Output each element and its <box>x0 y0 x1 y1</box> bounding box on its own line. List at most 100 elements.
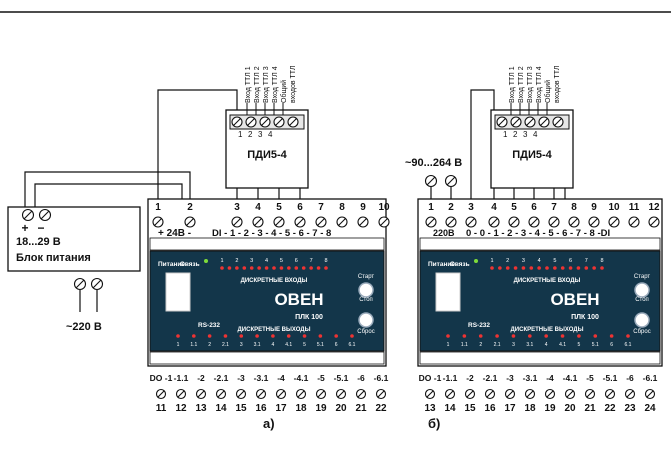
link-led <box>474 259 478 263</box>
do-led <box>462 334 467 338</box>
psu-name: Блок питания <box>16 252 91 264</box>
screw-terminal <box>564 388 576 400</box>
di-led-number: 7 <box>310 258 313 264</box>
screw-terminal <box>315 388 327 400</box>
bottom-terminal-number: 15 <box>464 403 476 414</box>
do-led <box>223 334 228 338</box>
screw-terminal <box>496 116 508 128</box>
pdi-input-labels-b: Вход ТТЛ 1 Вход ТТЛ 2 Вход ТТЛ 3 Вход ТТ… <box>509 65 561 103</box>
reset-label: Сброс <box>357 329 374 335</box>
pdi-input-label: входов ТТЛ <box>290 65 297 103</box>
screw-terminal <box>488 216 500 228</box>
link-led <box>204 259 208 263</box>
start-label: Старт <box>634 274 651 280</box>
di-led <box>294 266 299 270</box>
link-indicator-label: Связь <box>180 261 200 268</box>
do-led-number: 5.1 <box>592 342 599 348</box>
top-terminal-number: 12 <box>648 202 660 213</box>
top-terminal-number: 9 <box>360 202 366 213</box>
di-led <box>592 266 596 270</box>
pdi-leads-a <box>246 103 284 115</box>
pdi-pin-3: 3 <box>523 130 528 139</box>
stop-label: Стоп <box>359 297 373 303</box>
stop-label: Стоп <box>635 297 649 303</box>
power-indicator-label: Питание <box>428 261 455 268</box>
di-led <box>316 266 321 270</box>
top-terminal-number: 6 <box>297 202 303 213</box>
bottom-terminal-label: -2 <box>197 373 205 383</box>
pdi-input-label: Общий <box>280 80 288 103</box>
pdi-title: ПДИ5-4 <box>512 149 552 161</box>
screw-terminal <box>252 216 264 228</box>
bottom-terminal-number: 14 <box>444 403 456 414</box>
do-led <box>446 334 450 338</box>
screw-terminal <box>73 277 87 291</box>
bottom-terminal-label: -5.1 <box>603 373 618 383</box>
do-led <box>176 334 180 338</box>
bottom-terminal-labels-b: DO -1-1.1-2-2.1-3-3.1-4-4.1-5-5.1-6-6.1 <box>419 373 658 383</box>
di-led <box>498 266 502 270</box>
do-led <box>239 334 244 338</box>
pdi-module-a: 1 2 3 4 ПДИ5-4 <box>225 109 309 189</box>
do-led-number: 2 <box>208 342 211 348</box>
screw-terminal <box>215 388 227 400</box>
do-led <box>318 334 323 338</box>
bottom-terminal-number: 13 <box>195 403 207 414</box>
do-led <box>495 334 499 338</box>
screw-terminal <box>184 216 196 228</box>
di-caption: ДИСКРЕТНЫЕ ВХОДЫ <box>241 278 308 284</box>
di-led-number: 3 <box>250 258 253 264</box>
bottom-terminal-number: 17 <box>504 403 516 414</box>
screw-terminal <box>548 216 560 228</box>
di-led <box>242 266 247 270</box>
caption-a: а) <box>263 416 275 431</box>
do-led <box>626 334 630 338</box>
top-terminal-number: 7 <box>318 202 324 213</box>
reset-label: Сброс <box>633 329 650 335</box>
do-led <box>192 334 196 338</box>
do-led <box>286 334 291 338</box>
screw-terminal <box>508 216 520 228</box>
bottom-terminal-number: 12 <box>175 403 187 414</box>
bottom-terminal-label: -4 <box>546 373 554 383</box>
screw-terminal <box>484 388 496 400</box>
di-led <box>264 266 269 270</box>
psu-mains-voltage: ~220 В <box>66 321 102 333</box>
supply-voltage-b: ~90...264 В <box>405 157 462 169</box>
do-led-number: 3.1 <box>254 342 261 348</box>
bottom-terminal-label: -2.1 <box>214 373 229 383</box>
pdi-input-label: Вход ТТЛ 2 <box>518 66 525 103</box>
bottom-terminal-label: -2.1 <box>483 373 498 383</box>
pdi-input-label: Вход ТТЛ 3 <box>527 66 534 103</box>
top-terminal-number: 10 <box>608 202 620 213</box>
do-led-number: 1 <box>177 342 180 348</box>
do-led <box>593 334 598 338</box>
do-led-number: 4 <box>545 342 548 348</box>
do-caption: ДИСКРЕТНЫЕ ВЫХОДЫ <box>238 327 311 333</box>
screw-terminal <box>465 216 477 228</box>
top-terminal-number: 2 <box>187 202 193 213</box>
bottom-terminal-labels-a: DO -1-1.1-2-2.1-3-3.1-4-4.1-5-5.1-6-6.1 <box>150 373 389 383</box>
screw-terminal <box>231 116 243 128</box>
do-led-number: 4.1 <box>285 342 292 348</box>
di-led <box>227 266 232 270</box>
screw-terminal <box>231 216 243 228</box>
screw-terminal <box>294 216 306 228</box>
di-led <box>584 266 589 270</box>
di-led <box>490 266 494 270</box>
top-terminal-number: 2 <box>448 202 454 213</box>
di-led <box>257 266 261 270</box>
bottom-terminal-label: -6.1 <box>374 373 389 383</box>
screw-terminal <box>315 216 327 228</box>
do-led <box>577 334 581 338</box>
screw-terminal <box>524 116 536 128</box>
reset-button <box>634 312 650 328</box>
di-led-number: 4 <box>265 258 268 264</box>
screw-terminal <box>336 216 348 228</box>
di-led <box>568 266 573 270</box>
do-led-number: 2.1 <box>222 342 229 348</box>
bottom-terminal-label: -6.1 <box>643 373 658 383</box>
plc-module-a <box>147 198 387 367</box>
